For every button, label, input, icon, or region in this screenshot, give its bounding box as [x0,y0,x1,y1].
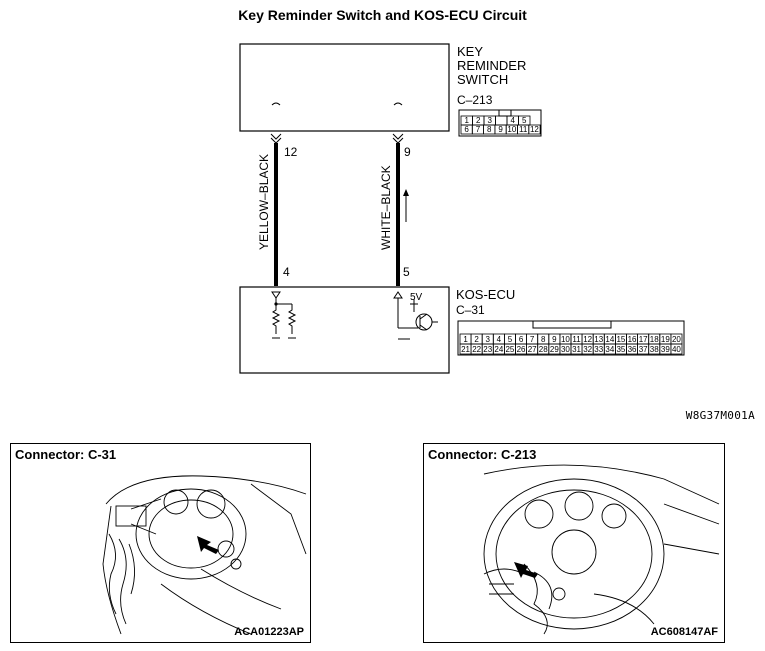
dashboard-illustration [102,475,307,635]
panel-title: Connector: C-31 [15,447,117,462]
circuit-diagram: YELLOW–BLACK WHITE–BLACK 12 9 4 5 5V KEY… [239,43,685,374]
connector-pin-number: 21 [461,345,470,354]
connector-pin-number: 9 [552,335,557,344]
pointer-arrow [514,562,538,578]
connector-pin-number: 28 [539,345,548,354]
connector-pin-number: 10 [561,335,570,344]
connector-pin-number: 22 [472,345,481,354]
connector-pin-number: 14 [605,335,614,344]
connector-pin-number: 36 [628,345,637,354]
connector-pin-number: 2 [476,116,481,125]
connector-pin-number: 30 [561,345,570,354]
connector-pin-number: 10 [507,125,516,134]
kos-ecu-box [239,286,450,374]
connector-pin-number: 39 [661,345,670,354]
pin-number: 5 [403,265,410,279]
connector-pin-number: 24 [494,345,503,354]
connector-pin-number: 33 [594,345,603,354]
connector-pin-number: 40 [672,345,681,354]
connector-pin-number: 7 [530,335,535,344]
connector-pin-number: 25 [505,345,514,354]
connector-pin-number: 34 [605,345,614,354]
connector-id: C–31 [456,303,485,317]
ecu-label: KOS-ECU [456,287,515,302]
connector-pin-number: 27 [528,345,537,354]
connector-pin-number: 8 [541,335,546,344]
connector-pin-cell [670,343,683,355]
connector-pin-number: 26 [517,345,526,354]
connector-pin-number: 5 [522,116,527,125]
diagram-id: W8G37M001A [685,409,755,422]
connector-chevron [392,133,404,144]
terminal-mark [393,102,403,106]
pin-number: 4 [283,265,290,279]
connector-pin-number: 2 [474,335,479,344]
switch-label-line: REMINDER [457,58,526,73]
connector-pin-number: 31 [572,345,581,354]
connector-pin-number: 32 [583,345,592,354]
connector-pin-number: 17 [639,335,648,344]
connector-pin-number: 16 [628,335,637,344]
connector-pin-number: 6 [519,335,524,344]
connector-pin-number: 19 [661,335,670,344]
connector-pin-number: 29 [550,345,559,354]
terminal-mark [271,102,281,106]
connector-pin-number: 4 [511,116,516,125]
wire-color-label: YELLOW–BLACK [257,154,271,250]
pin-number: 12 [284,145,298,159]
connector-pin-number: 6 [464,125,469,134]
connector-pin-number: 18 [650,335,659,344]
connector-pin-cell [495,115,508,126]
connector-pin-number: 3 [488,116,493,125]
connector-pin-number: 11 [572,335,581,344]
connector-pin-number: 37 [639,345,648,354]
connector-pin-number: 23 [483,345,492,354]
connector-id: C–213 [457,93,493,107]
connector-pin-number: 8 [487,125,492,134]
connector-pin-number: 9 [498,125,503,134]
connector-pin-number: 1 [465,116,470,125]
pointer-arrow [197,536,219,554]
connector-pin-number: 7 [476,125,481,134]
connector-pin-number: 11 [519,125,528,134]
current-arrow-head [403,189,409,196]
resistor [287,304,297,334]
resistor [271,304,281,334]
connector-pin-cell [528,124,541,135]
connector-panel-c213: Connector: C-213 AC608147AF [423,443,725,643]
connector-pin-number: 5 [508,335,513,344]
switch-label-line: KEY [457,44,483,59]
voltage-label: 5V [410,292,423,303]
pin-number: 9 [404,145,411,159]
connector-pin-number: 20 [672,335,681,344]
key-switch-box [239,43,450,132]
connector-pin-number: 35 [616,345,625,354]
switch-label-line: SWITCH [457,72,508,87]
wire-color-label: WHITE–BLACK [379,165,393,250]
image-code: AC608147AF [650,626,718,638]
connector-pin-number: 13 [594,335,603,344]
connector-pin-number: 3 [486,335,491,344]
connector-pin-number: 12 [583,335,592,344]
steering-illustration [483,464,720,635]
connector-panel-c31: Connector: C-31 ACA01223AP [10,443,311,643]
connector-pin-number: 38 [650,345,659,354]
panel-title: Connector: C-213 [428,447,537,462]
connector-chevron [270,133,282,144]
connector-pin-number: 4 [497,335,502,344]
page-title: Key Reminder Switch and KOS-ECU Circuit [238,7,527,23]
connector-pin-number: 15 [616,335,625,344]
image-code: ACA01223AP [234,626,304,638]
connector-pin-number: 12 [530,125,539,134]
connector-pin-number: 1 [463,335,468,344]
